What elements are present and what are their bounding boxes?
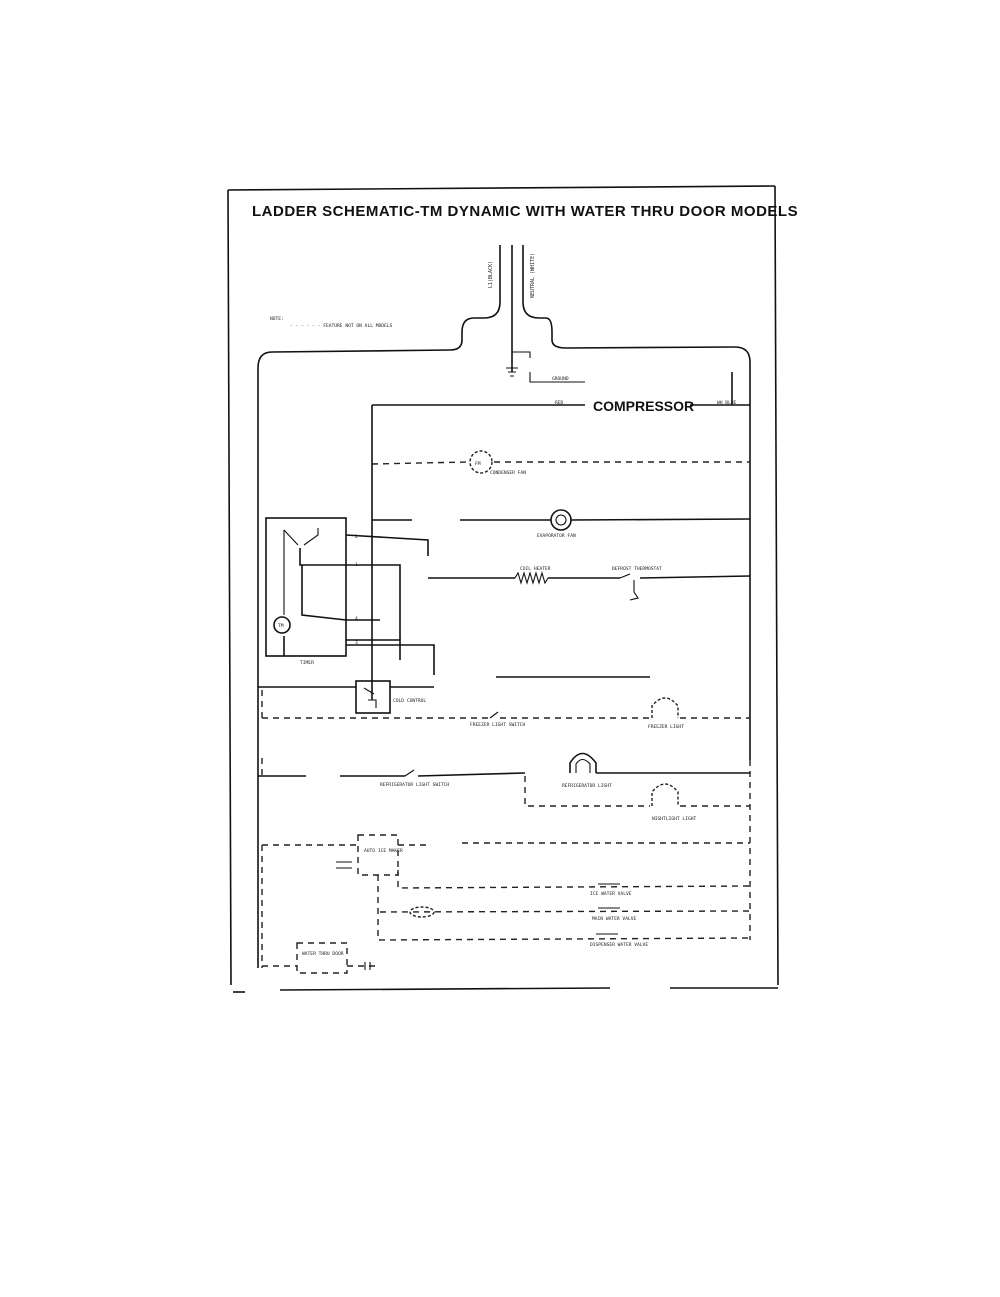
ice-water-valve-label: ICE WATER VALVE [590, 891, 632, 897]
line-left-label: L1(BLACK) [488, 261, 494, 288]
compressor-rung: RED COMPRESSOR WH BLUE [371, 398, 750, 700]
timer-terminal-1: 1 [355, 562, 358, 568]
water-thru-door-box [296, 942, 348, 974]
refrigerator-light-rung: REFRIGERATOR LIGHT SWITCH REFRIGERATOR L… [258, 752, 750, 822]
right-rail [731, 372, 751, 940]
freezer-light-rung: FREEZER LIGHT SWITCH FREEZER LIGHT [262, 697, 750, 730]
ice-maker-label: AUTO ICE MAKER [364, 848, 403, 854]
diagram-title: LADDER SCHEMATIC-TM DYNAMIC WITH WATER T… [252, 203, 798, 220]
water-valve-rungs: ICE WATER VALVE MAIN WATER VALVE DISPENS… [377, 870, 751, 948]
nightlight-icon [651, 783, 679, 806]
timer-motor-label: TM [278, 623, 284, 629]
line-right-label: NEUTRAL (WHITE) [530, 253, 536, 298]
freezer-light-icon [651, 697, 679, 718]
note-label: NOTE: [270, 316, 284, 322]
left-rail [257, 385, 263, 968]
ground-symbol [506, 351, 531, 377]
nightlight-label: NIGHTLIGHT LIGHT [652, 816, 696, 822]
timer-terminal-4: 4 [355, 616, 358, 622]
cold-control-rung: COLD CONTROL [258, 676, 650, 714]
compressor-right-tag: WH BLUE [717, 400, 737, 406]
dispenser-water-valve-label: DISPENSER WATER VALVE [590, 942, 648, 948]
refrigerator-light-switch-label: REFRIGERATOR LIGHT SWITCH [380, 782, 449, 788]
timer-motor-icon [273, 616, 291, 634]
compressor-left-tag: RED [555, 400, 564, 406]
evaporator-fan-icon [550, 509, 572, 531]
water-thru-door-rung: WATER THRU DOOR [262, 942, 380, 974]
evaporator-fan-label: EVAPORATOR FAN [537, 533, 576, 539]
condenser-fan-icon [469, 450, 493, 474]
cold-control-label: COLD CONTROL [393, 698, 426, 704]
freezer-light-switch-label: FREEZER LIGHT SWITCH [470, 722, 526, 728]
condenser-fan-rung: FM CONDENSER FAN [371, 450, 750, 476]
freezer-light-label: FREEZER LIGHT [648, 724, 684, 730]
timer-terminal-2: 2 [355, 534, 358, 540]
water-thru-door-label: WATER THRU DOOR [302, 951, 344, 957]
defrost-heater-rung: COIL HEATER DEFROST THERMOSTAT [428, 566, 751, 601]
condenser-fan-label: CONDENSER FAN [490, 470, 526, 476]
note-text: - - - - - - FEATURE NOT ON ALL MODELS [290, 323, 393, 329]
refrigerator-light-label: REFRIGERATOR LIGHT [562, 783, 612, 789]
timer-label: TIMER [300, 660, 314, 666]
defrost-timer: TM 2 1 4 3 TIMER [265, 517, 435, 675]
timer-terminal-3: 3 [355, 640, 358, 646]
frame [227, 185, 779, 993]
coil-heater-label: COIL HEATER [520, 566, 551, 572]
cold-control-box [355, 680, 391, 714]
ground-label: GROUND [552, 376, 569, 382]
compressor-label: COMPRESSOR [593, 398, 694, 414]
ice-maker-rung: AUTO ICE MAKER [262, 834, 750, 876]
defrost-thermostat-label: DEFROST THERMOSTAT [612, 566, 662, 572]
power-supply-leads: L1(BLACK) NEUTRAL (WHITE) [257, 245, 751, 400]
condenser-fan-symbol: FM [475, 461, 481, 467]
ice-maker-box [357, 834, 399, 876]
evaporator-fan-rung: EVAPORATOR FAN [372, 509, 751, 539]
main-water-valve-label: MAIN WATER VALVE [592, 916, 636, 922]
